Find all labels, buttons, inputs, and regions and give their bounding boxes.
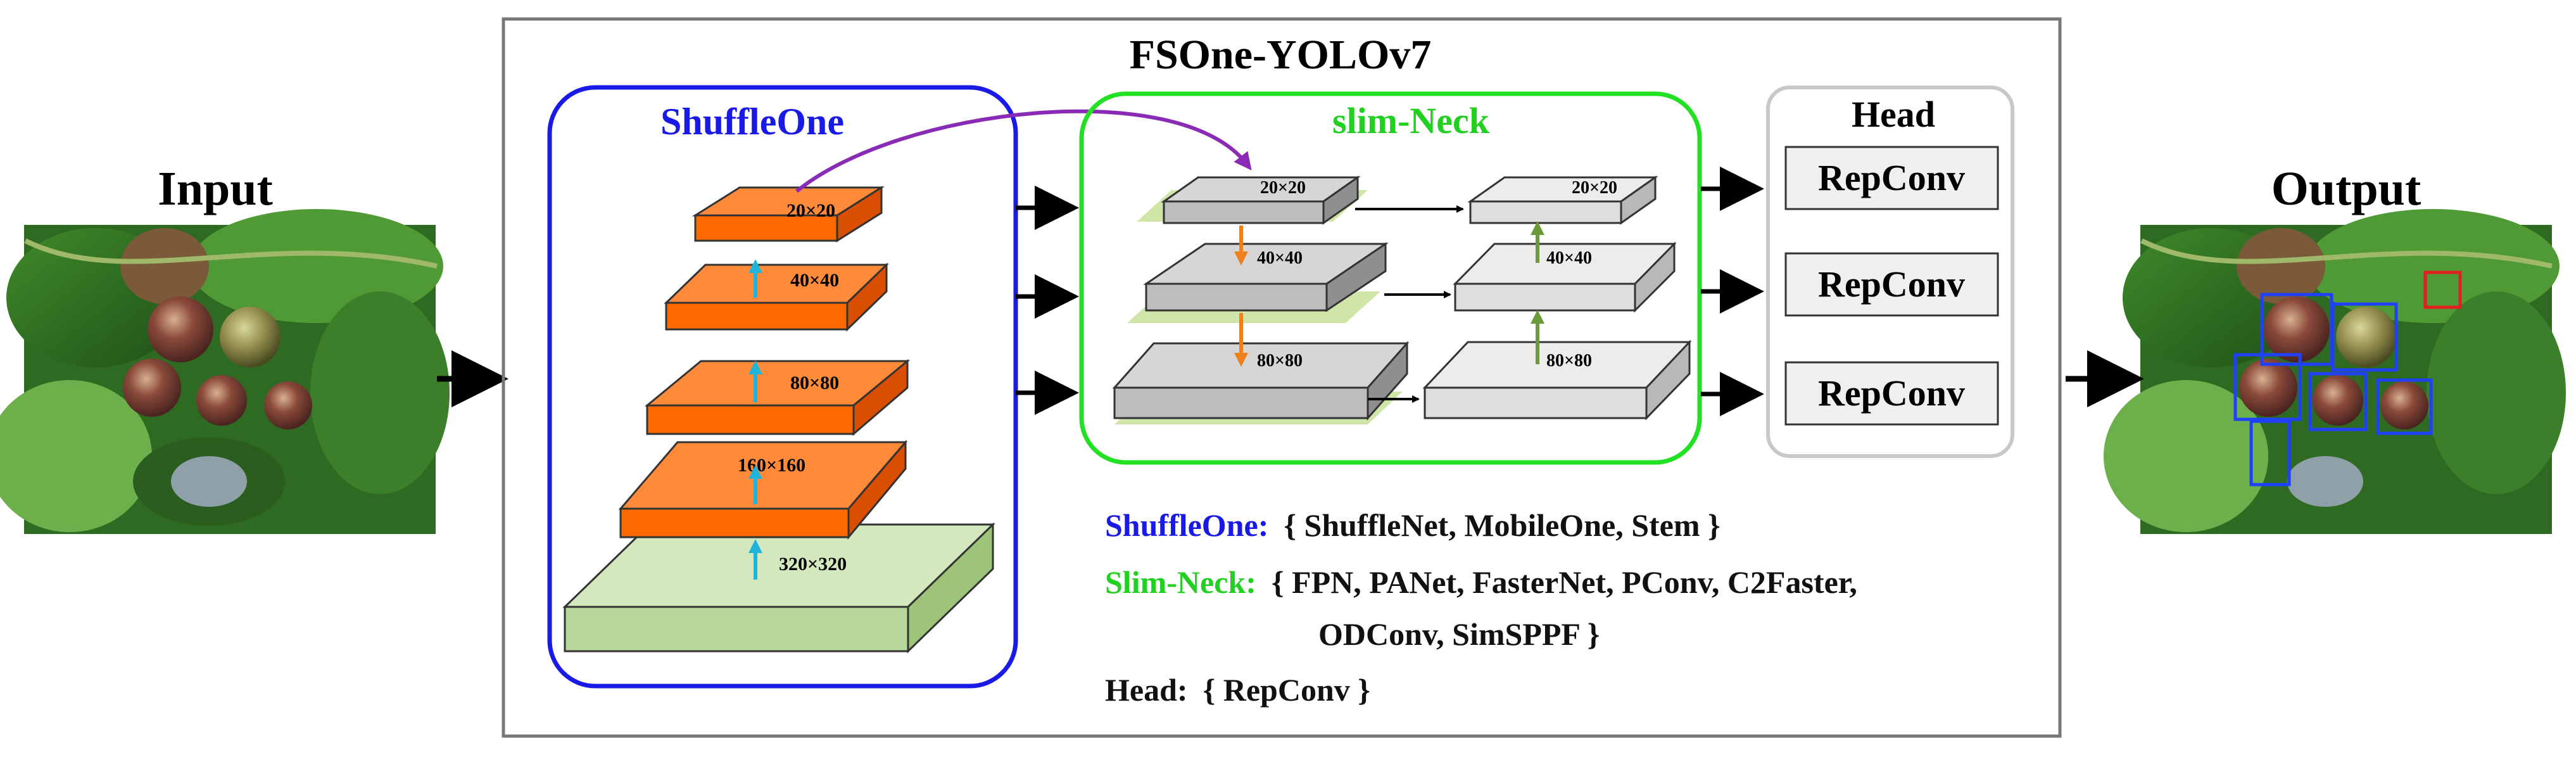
- svg-text:80×80: 80×80: [790, 372, 839, 393]
- backbone-box: [547, 85, 1018, 689]
- neck-left-layer-80: 80×80: [1112, 341, 1410, 421]
- input-label: Input: [158, 162, 273, 215]
- backbone-title: ShuffleOne: [660, 101, 844, 143]
- legend-head-value: { RepConv }: [1203, 672, 1370, 708]
- neck-right-layer-40: 40×40: [1453, 241, 1677, 313]
- neck-left-layer-40: 40×40: [1143, 242, 1389, 312]
- neck-left-layer-20: 20×20: [1161, 175, 1361, 225]
- detection-boxes: [2233, 293, 2433, 487]
- neck-to-head-arrows: [1701, 167, 1764, 416]
- legend-head: Head: { RepConv }: [1105, 671, 1370, 708]
- head-block-2: RepConv: [1784, 252, 1999, 317]
- svg-text:20×20: 20×20: [786, 200, 835, 221]
- svg-text:320×320: 320×320: [779, 554, 847, 575]
- backbone-layer-320: 320×320: [562, 522, 995, 654]
- output-image: [2104, 209, 2566, 534]
- backbone-layer-80: 80×80: [644, 359, 911, 436]
- svg-text:160×160: 160×160: [738, 455, 805, 476]
- detection-box-red: [2423, 270, 2462, 309]
- model-title: FSOne-YOLOv7: [1130, 32, 1432, 78]
- svg-text:20×20: 20×20: [1260, 178, 1306, 198]
- head-box: [1766, 86, 2014, 458]
- legend-slimneck: Slim-Neck: { FPN, PANet, FasterNet, PConv…: [1105, 564, 1857, 601]
- svg-text:40×40: 40×40: [1257, 248, 1303, 268]
- legend-head-key: Head:: [1105, 672, 1188, 708]
- backbone-to-neck-arrows: [1016, 186, 1079, 415]
- neck-box: [1079, 91, 1702, 465]
- output-label: Output: [2271, 162, 2421, 215]
- svg-text:RepConv: RepConv: [1818, 372, 1965, 414]
- backbone-layer-160: 160×160: [618, 439, 908, 540]
- svg-text:80×80: 80×80: [1257, 351, 1303, 371]
- legend-slimneck-value-cont: ODConv, SimSPPF }: [1318, 616, 1600, 652]
- svg-text:40×40: 40×40: [790, 270, 839, 291]
- neck-title: slim-Neck: [1332, 100, 1490, 141]
- neck-right-layer-80: 80×80: [1422, 340, 1692, 421]
- neck-right-layer-20: 20×20: [1467, 175, 1658, 225]
- svg-text:RepConv: RepConv: [1818, 264, 1965, 305]
- svg-text:20×20: 20×20: [1572, 178, 1617, 198]
- svg-text:40×40: 40×40: [1546, 248, 1592, 268]
- legend-shuffleone-value: { ShuffleNet, MobileOne, Stem }: [1284, 507, 1720, 543]
- neck-horizontal-arrows: [1355, 205, 1464, 403]
- svg-text:80×80: 80×80: [1546, 351, 1592, 371]
- svg-text:RepConv: RepConv: [1818, 157, 1965, 198]
- skip-connection-arrow: [795, 109, 1252, 193]
- input-image: [0, 209, 450, 534]
- legend-shuffleone-key: ShuffleOne:: [1105, 507, 1269, 543]
- legend-shuffleone: ShuffleOne: { ShuffleNet, MobileOne, Stem…: [1105, 507, 1720, 544]
- legend-slimneck-value: { FPN, PANet, FasterNet, PConv, C2Faster…: [1271, 564, 1857, 600]
- legend-slimneck-key: Slim-Neck:: [1105, 564, 1256, 600]
- backbone-layer-40: 40×40: [664, 262, 889, 332]
- head-title: Head: [1852, 94, 1935, 135]
- head-block-3: RepConv: [1784, 361, 1999, 426]
- head-block-1: RepConv: [1784, 146, 1999, 210]
- model-frame: [502, 17, 2062, 738]
- backbone-layer-20: 20×20: [691, 186, 885, 243]
